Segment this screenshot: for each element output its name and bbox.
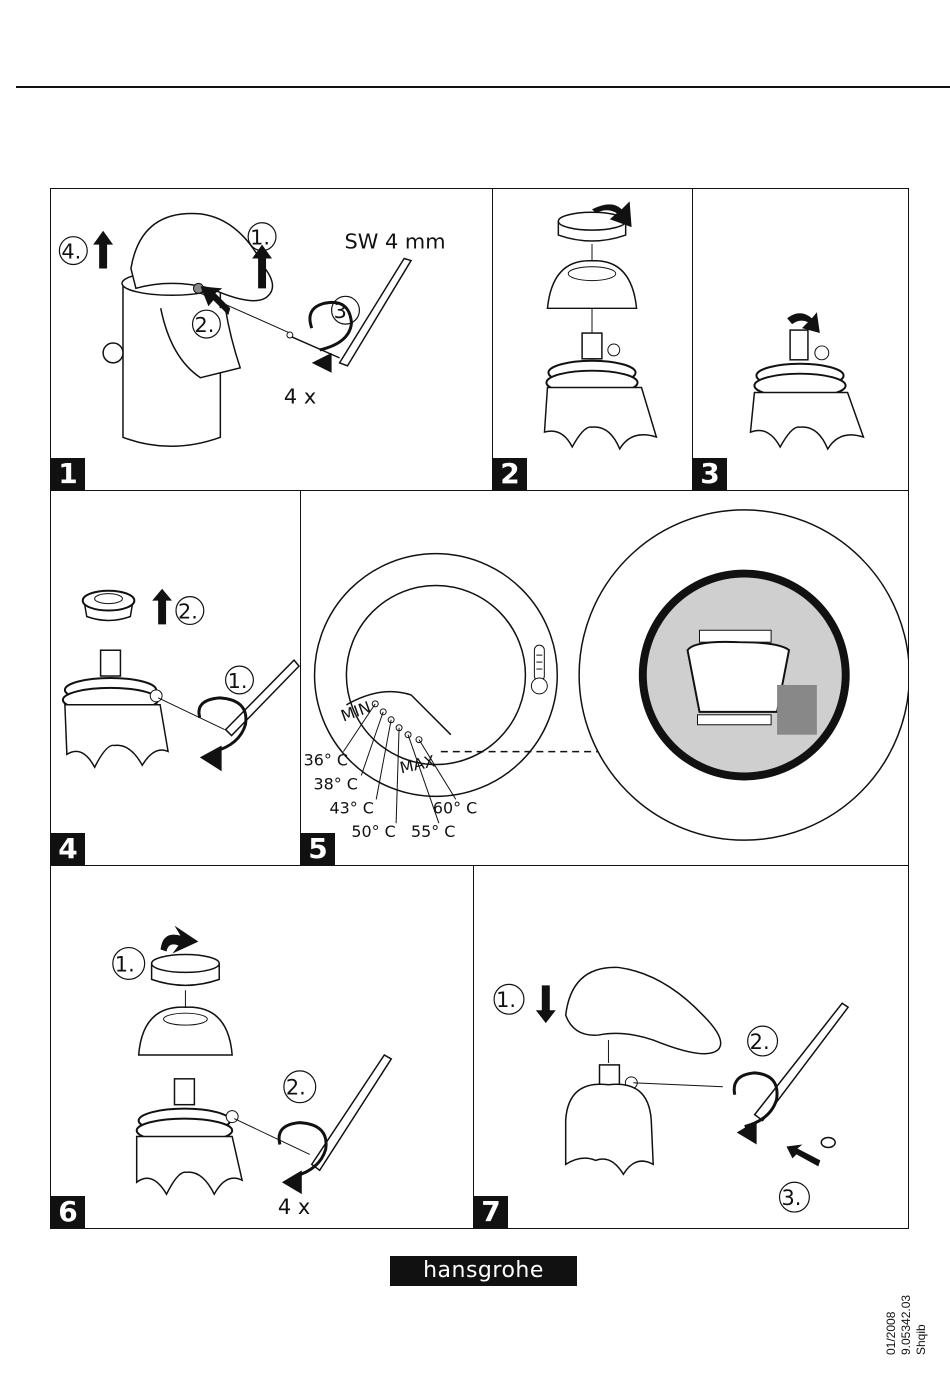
step-number-2: 2: [493, 458, 527, 490]
step-1-label-2: 2.: [195, 313, 215, 337]
step-4-illustration: 2. 1.: [51, 491, 300, 865]
temperature-50: 50° C: [351, 822, 395, 841]
allen-key-icon: [755, 1003, 848, 1120]
step-panel-4: 2. 1. 4: [50, 490, 301, 866]
step-5-illustration: MIN MAX 36° C 38° C 43° C 50° C 55° C 60…: [301, 491, 908, 865]
step-2-illustration: [493, 189, 692, 490]
document-language: Shqib: [914, 1295, 929, 1355]
step-number-1: 1: [51, 458, 85, 490]
step-1-label-1: 1.: [250, 226, 270, 250]
step-panel-2: 2: [492, 188, 693, 491]
step-panel-5: MIN MAX 36° C 38° C 43° C 50° C 55° C 60…: [300, 490, 909, 866]
step-1-illustration: 1. 2. 3. 4. SW 4 mm 4 x: [51, 189, 492, 490]
step-6-illustration: 1. 2. 4 x: [51, 866, 473, 1228]
step-number-7: 7: [474, 1196, 508, 1228]
temperature-38: 38° C: [314, 774, 358, 793]
step-6-label-1: 1.: [115, 952, 135, 976]
step-panel-1: 1. 2. 3. 4. SW 4 mm 4 x 1: [50, 188, 493, 491]
step-7-label-1: 1.: [496, 988, 516, 1012]
document-code: 9.05342.03: [899, 1295, 914, 1355]
step-number-4: 4: [51, 833, 85, 865]
step-number-6: 6: [51, 1196, 85, 1228]
temperature-36: 36° C: [304, 751, 348, 770]
step-number-3: 3: [693, 458, 727, 490]
arrow-up-icon: [93, 231, 113, 269]
arrow-down-icon: [536, 985, 556, 1023]
step-4-label-1: 1.: [228, 669, 248, 693]
step-panel-3: 3: [692, 188, 909, 491]
step-7-illustration: 1. 2. 3.: [474, 866, 908, 1228]
document-info: 01/2008 9.05342.03 Shqib: [884, 1295, 929, 1355]
step-6-label-2: 2.: [286, 1076, 306, 1100]
document-date: 01/2008: [884, 1295, 899, 1355]
step-4-label-2: 2.: [178, 599, 198, 623]
rotate-arrow-icon: [161, 926, 199, 954]
header-rule: [16, 86, 950, 88]
arrow-up-icon: [152, 589, 172, 625]
step-7-label-3: 3.: [782, 1186, 802, 1210]
arrow-icon: [786, 1144, 820, 1166]
tool-size-label: SW 4 mm: [345, 230, 446, 254]
brand-logo: hansgrohe: [390, 1256, 577, 1286]
step-number-5: 5: [301, 833, 335, 865]
step-1-label-3: 3.: [334, 299, 354, 323]
turn-count-label: 4 x: [284, 385, 316, 409]
step-6-turn-count: 4 x: [278, 1195, 310, 1219]
temperature-60: 60° C: [433, 798, 477, 817]
step-1-label-4: 4.: [61, 240, 81, 264]
step-7-label-2: 2.: [750, 1030, 770, 1054]
step-panel-6: 1. 2. 4 x 6: [50, 865, 474, 1229]
temperature-55: 55° C: [411, 822, 455, 841]
step-3-illustration: [693, 189, 908, 490]
step-panel-7: 1. 2. 3. 7: [473, 865, 909, 1229]
temperature-43: 43° C: [329, 798, 373, 817]
